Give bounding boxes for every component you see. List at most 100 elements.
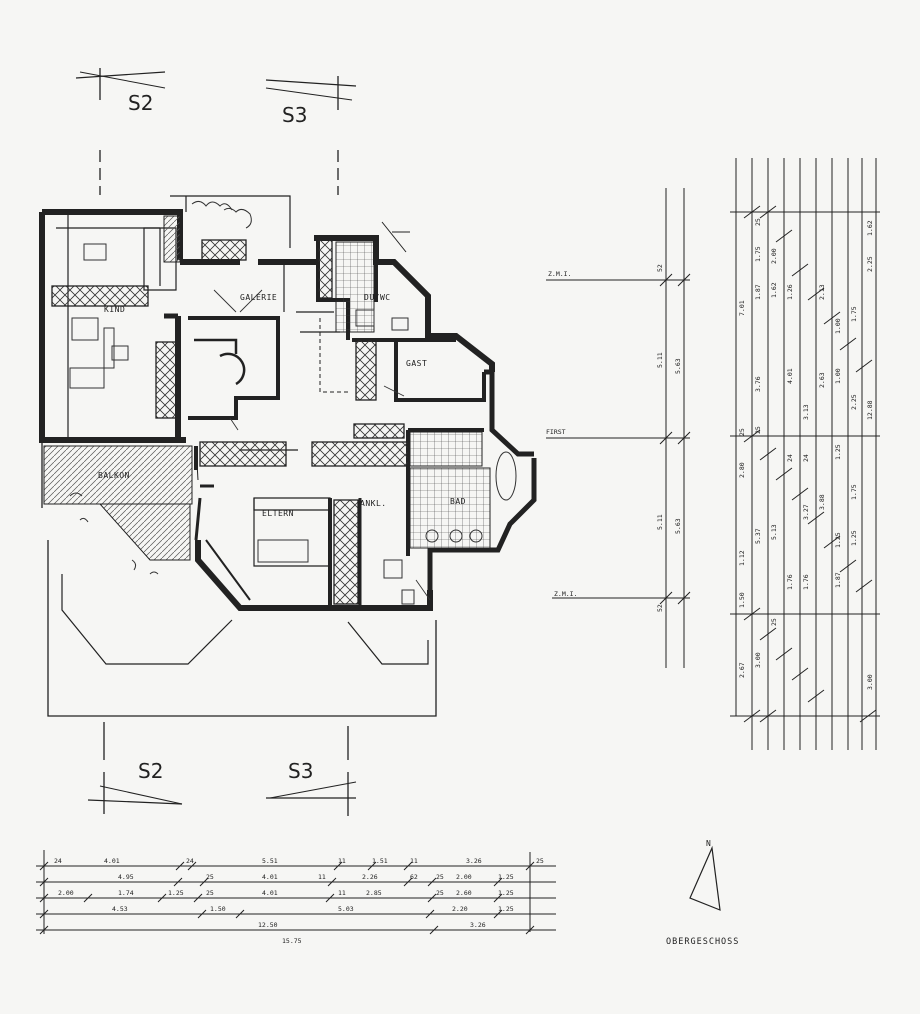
vdim-c8-4: 2.13 (818, 284, 826, 300)
vdim-c9-2: 3.88 (818, 494, 826, 510)
hdim-r3-3: 1.25 (168, 889, 184, 897)
hdim-r5-1: 12.50 (258, 921, 278, 929)
room-label-balkon: BALKON (98, 471, 130, 480)
hdim-r4-2: 1.50 (210, 905, 226, 913)
marker-first: FIRST (546, 428, 566, 436)
vdim-c7-4: 24 (786, 454, 794, 462)
vdim-c11-2: 3.00 (866, 674, 874, 690)
vdim-c4-3: 7.01 (738, 300, 746, 316)
vdim-c5-4: 1.75 (754, 246, 762, 262)
vdim-c9-1: 3.27 (802, 504, 810, 520)
room-label-gast: GAST (406, 359, 427, 368)
plan-tiles (163, 215, 491, 549)
vdim-c11-1: 12.88 (866, 400, 874, 420)
hdim-r1-2: 4.01 (104, 857, 120, 865)
plan-closets (51, 239, 409, 605)
vdim-c7-1: 4.01 (786, 368, 794, 384)
hdim-r3-7: 2.85 (366, 889, 382, 897)
section-marker-s2-bottom: S2 (87, 722, 183, 814)
hdim-r3-4: 25 (206, 889, 214, 897)
hdim-r2-8: 2.00 (456, 873, 472, 881)
vdim-c2-2: 5.63 (674, 518, 682, 534)
hdim-r2-9: 1.25 (498, 873, 514, 881)
vdim-c5-6: 1.87 (754, 284, 762, 300)
vdim-c5-3: 25 (754, 218, 762, 226)
room-label-galerie: GALERIE (240, 293, 277, 302)
vdim-c3-2: 1.50 (738, 592, 746, 608)
plan-title: OBERGESCHOSS (666, 937, 739, 947)
section-marker-s2-top: S2 (75, 68, 166, 195)
hdim-r4-5: 1.25 (498, 905, 514, 913)
vdim-c7-5: 24 (802, 454, 810, 462)
plan-balcony-hatch (43, 445, 193, 561)
hdim-r4-4: 2.20 (452, 905, 468, 913)
vertical-dimension-labels: 5.11 5.11 5.63 5.63 52 52 2.67 1.50 1.12… (656, 218, 874, 690)
hdim-r1-5: 11 (338, 857, 346, 865)
vdim-c8-1: 3.13 (802, 404, 810, 420)
vdim-c7-2: 1.76 (786, 574, 794, 590)
section-marker-s3-bottom: S3 (266, 726, 357, 816)
vdim-c7-3: 1.76 (802, 574, 810, 590)
vdim-c3-4: 2.80 (738, 462, 746, 478)
vertical-markers: Z.M.I. FIRST Z.M.I. (546, 270, 577, 598)
vdim-c10-2: 1.75 (850, 484, 858, 500)
room-label-du-wc: DU/WC (364, 293, 391, 302)
room-label-eltern: ELTERN (262, 509, 294, 518)
hdim-r2-2: 25 (206, 873, 214, 881)
vdim-c4-1: 3.00 (754, 652, 762, 668)
vdim-c3-1: 2.67 (738, 662, 746, 678)
vdim-c6-1: 5.13 (770, 524, 778, 540)
vertical-dimension-lines (546, 158, 880, 750)
vdim-c2-1: 5.63 (674, 358, 682, 374)
hdim-r4-3: 5.03 (338, 905, 354, 913)
vdim-c8-2: 2.63 (818, 372, 826, 388)
hdim-r1-6: 1.51 (372, 857, 388, 865)
vdim-c6-3: 2.00 (770, 248, 778, 264)
vdim-c3-5: 25 (738, 428, 746, 436)
section-label-s2-bottom: S2 (138, 759, 163, 783)
hdim-r1-1: 24 (54, 857, 62, 865)
marker-zmi-top: Z.M.I. (548, 270, 571, 278)
room-label-kind: KIND (104, 305, 125, 314)
hdim-r2-5: 2.26 (362, 873, 378, 881)
horizontal-dimension-labels: 24 4.01 24 5.51 11 1.51 11 3.26 25 4.95 … (54, 857, 544, 945)
vdim-c10-4: 1.25 (834, 532, 842, 548)
north-label: N (706, 839, 711, 848)
hdim-r1-3: 24 (186, 857, 194, 865)
vdim-c10-6: 1.25 (850, 530, 858, 546)
vdim-c6-2: 3.76 (754, 376, 762, 392)
section-marker-s3-top: S3 (265, 76, 357, 195)
vdim-c10-5: 1.00 (834, 368, 842, 384)
vdim-c8-3: 1.26 (786, 284, 794, 300)
vdim-c5-1: 25 (770, 618, 778, 626)
hdim-r2-3: 4.01 (262, 873, 278, 881)
hdim-r3-1: 2.00 (58, 889, 74, 897)
hdim-r3-9: 2.60 (456, 889, 472, 897)
section-label-s3-top: S3 (282, 103, 307, 127)
hdim-r6-1: 15.75 (282, 937, 302, 945)
hdim-r2-7: 25 (436, 873, 444, 881)
hdim-r1-8: 3.26 (466, 857, 482, 865)
hdim-r3-2: 1.74 (118, 889, 134, 897)
vdim-c4-2: 5.37 (754, 528, 762, 544)
hdim-r1-7: 11 (410, 857, 418, 865)
north-arrow-icon: N (689, 839, 721, 911)
vdim-c5-2: 25 (754, 426, 762, 434)
hdim-r4-1: 4.53 (112, 905, 128, 913)
vdim-c11-3: 2.25 (866, 256, 874, 272)
vdim-c10-3: 1.87 (834, 572, 842, 588)
room-label-ankl: ANKL. (360, 499, 387, 508)
plan-door-swings (213, 289, 431, 601)
vdim-small-1: 52 (656, 264, 664, 272)
hdim-r2-1: 4.95 (118, 873, 134, 881)
hdim-r1-9: 25 (536, 857, 544, 865)
vdim-c1-1: 5.11 (656, 352, 664, 368)
horizontal-dimension-lines (36, 850, 556, 935)
hdim-r3-6: 11 (338, 889, 346, 897)
vdim-small-2: 52 (656, 604, 664, 612)
vdim-c11-5: 1.75 (850, 306, 858, 322)
hdim-r5-2: 3.26 (470, 921, 486, 929)
vdim-c1-2: 5.11 (656, 514, 664, 530)
hdim-r1-4: 5.51 (262, 857, 278, 865)
